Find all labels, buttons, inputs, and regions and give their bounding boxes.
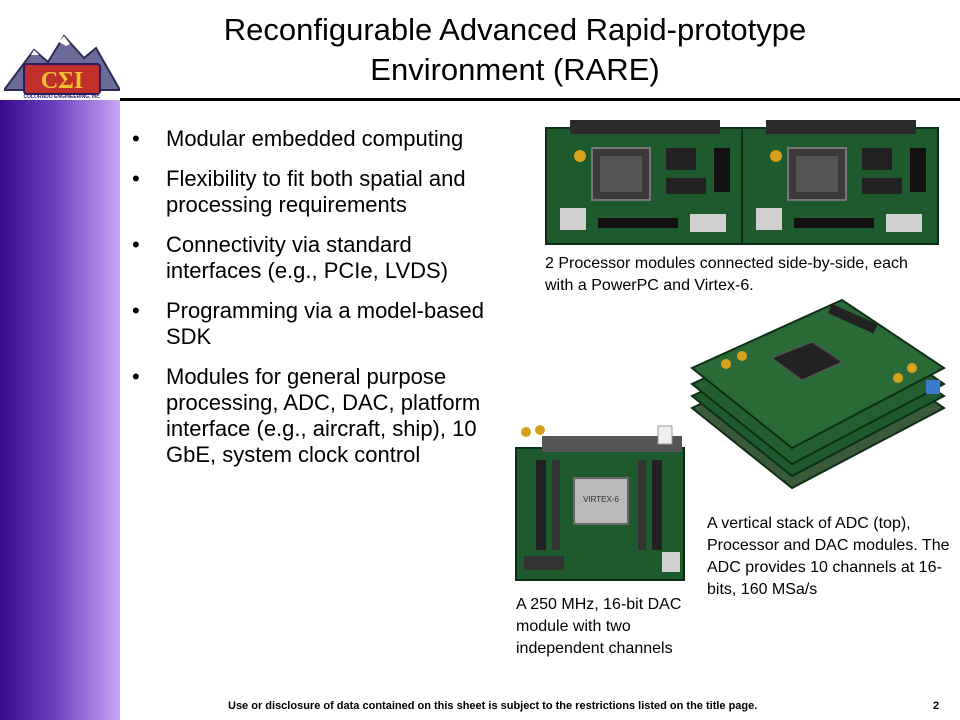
bullet-icon: •: [132, 364, 140, 389]
sidebar-gradient: [0, 100, 120, 720]
stack-caption: A vertical stack of ADC (top), Processor…: [707, 515, 950, 598]
bullet-item: •Modular embedded computing: [132, 126, 464, 151]
dac-caption: A 250 MHz, 16-bit DAC module with two in…: [516, 596, 682, 657]
svg-text:VIRTEX-6: VIRTEX-6: [583, 495, 619, 504]
footer-notice: Use or disclosure of data contained on t…: [228, 700, 758, 712]
bullet-list: •Modular embedded computing •Flexibility…: [132, 126, 488, 482]
bullet-icon: •: [132, 126, 140, 151]
module-stack-photo: [690, 298, 946, 490]
company-logo: CΣI COLORADO ENGINEERING, Inc.: [4, 34, 120, 100]
title-divider: [120, 98, 960, 101]
bullet-item: •Programming via a model-based SDK: [132, 298, 484, 349]
title-line-2: Environment (RARE): [370, 52, 660, 87]
bullet-item: •Connectivity via standard interfaces (e…: [132, 232, 449, 283]
processor-caption: 2 Processor modules connected side-by-si…: [545, 255, 908, 294]
bullet-icon: •: [132, 166, 140, 191]
page-number: 2: [933, 700, 940, 712]
processor-modules-photo: [545, 120, 939, 245]
title-line-1: Reconfigurable Advanced Rapid-prototype: [223, 12, 807, 47]
dac-module-photo: VIRTEX-6: [515, 425, 685, 581]
bullet-icon: •: [132, 232, 140, 257]
svg-text:COLORADO ENGINEERING, Inc.: COLORADO ENGINEERING, Inc.: [24, 94, 102, 100]
bullet-icon: •: [132, 298, 140, 323]
page-title: Reconfigurable Advanced Rapid-prototype …: [130, 10, 900, 90]
svg-text:CΣI: CΣI: [41, 68, 83, 94]
bullet-item: •Flexibility to fit both spatial and pro…: [132, 166, 466, 217]
bullet-item: •Modules for general purpose processing,…: [132, 364, 481, 467]
